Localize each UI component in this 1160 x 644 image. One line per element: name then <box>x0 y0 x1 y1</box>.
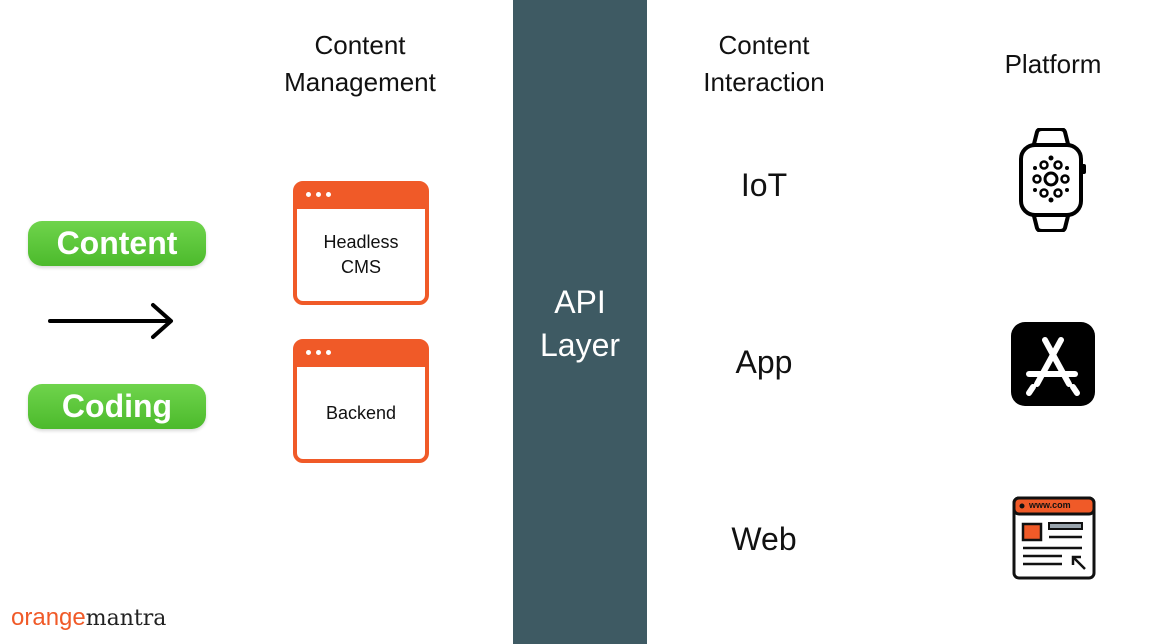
window-dot <box>326 350 331 355</box>
backend-label: Backend <box>325 402 397 423</box>
interaction-iot: IoT <box>740 167 788 203</box>
window-dot <box>316 350 321 355</box>
header-content-interaction: Content Interaction <box>674 27 854 101</box>
api-layer-bar: API Layer <box>513 0 647 644</box>
label-line-2: CMS <box>340 257 381 277</box>
orangemantra-logo: orangemantra <box>11 604 166 632</box>
window-dot <box>326 192 331 197</box>
app-store-icon <box>1011 322 1095 406</box>
coding-pill: Coding <box>28 384 206 429</box>
window-title-bar <box>297 185 425 209</box>
api-line-1: API <box>554 284 606 320</box>
window-dot <box>306 350 311 355</box>
website-icon-graphic <box>1012 496 1096 580</box>
headless-cms-label: Headless CMS <box>297 209 425 301</box>
window-dot <box>306 192 311 197</box>
label-line-1: Headless <box>323 232 399 252</box>
header-line-2: Management <box>284 67 436 97</box>
header-platform: Platform <box>1004 49 1102 79</box>
logo-part-orange: orange <box>11 604 86 631</box>
header-line-1: Content <box>718 30 810 60</box>
right-arrow-icon <box>48 303 173 339</box>
smartwatch-icon <box>1019 128 1086 232</box>
interaction-app: App <box>735 344 793 380</box>
header-line-1: Content <box>314 30 406 60</box>
window-dot <box>316 192 321 197</box>
website-url-text: www.com <box>1029 500 1071 510</box>
interaction-web: Web <box>731 521 797 557</box>
window-title-bar <box>297 343 425 367</box>
headless-cms-window: Headless CMS <box>293 181 429 305</box>
header-line-2: Interaction <box>703 67 825 97</box>
header-content-management: Content Management <box>262 27 458 101</box>
api-layer-label: API Layer <box>513 281 647 367</box>
backend-window: Backend <box>293 339 429 463</box>
api-line-2: Layer <box>539 327 621 363</box>
logo-part-mantra: mantra <box>85 606 167 631</box>
website-icon: www.com <box>1012 496 1096 580</box>
content-pill: Content <box>28 221 206 266</box>
